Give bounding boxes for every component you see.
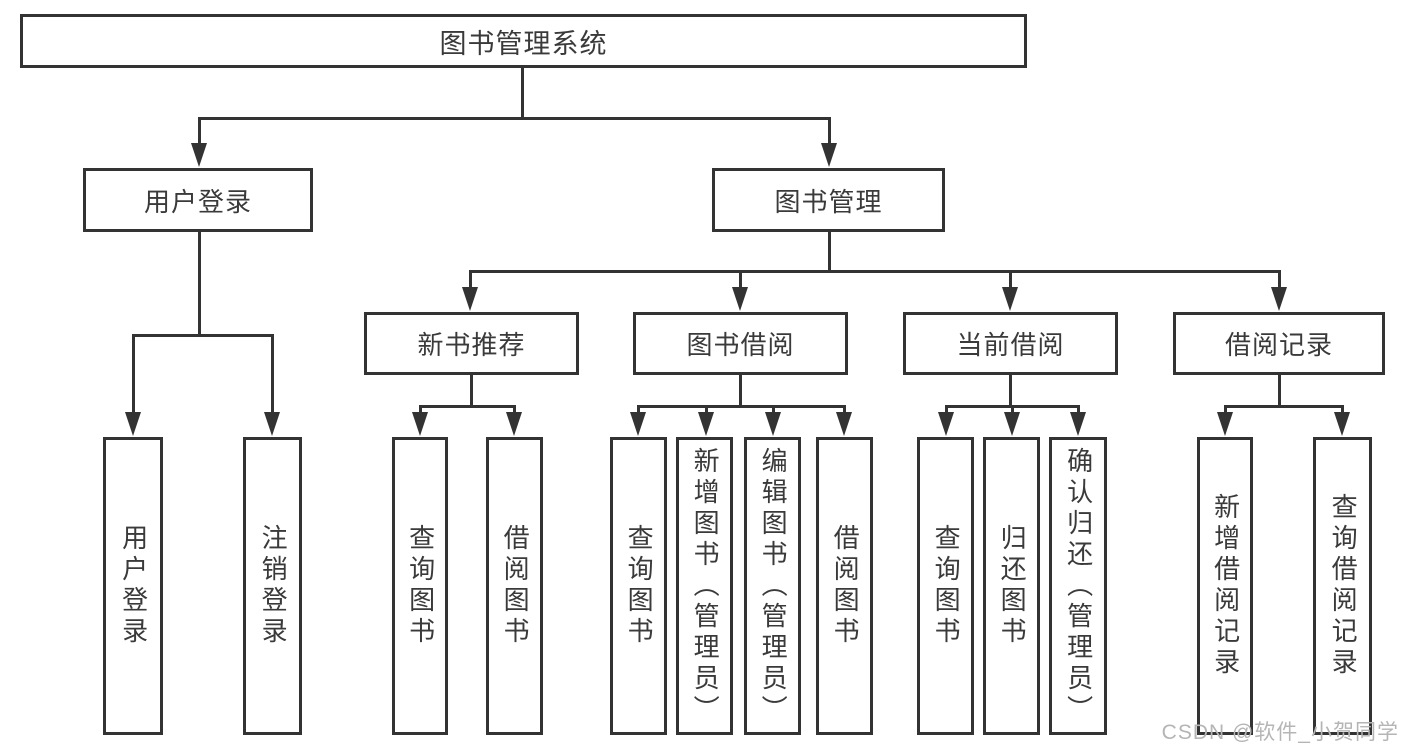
node-label: 查询借阅记录 — [1328, 493, 1359, 679]
arrowhead-icon — [1270, 287, 1287, 311]
node-label: 新增图书（管理员） — [690, 446, 721, 726]
arrowhead-icon — [505, 412, 522, 436]
connector-line — [197, 116, 831, 120]
node-return-books: 归还图书 — [983, 437, 1040, 735]
connector-line — [512, 406, 516, 413]
arrowhead-icon — [1216, 412, 1233, 436]
node-label: 借阅图书 — [830, 524, 861, 648]
node-label: 图书管理 — [774, 186, 883, 217]
connector-line — [520, 68, 524, 118]
arrowhead-icon — [937, 412, 954, 436]
connector-line — [704, 406, 708, 413]
connector-line — [197, 118, 201, 144]
node-label: 用户登录 — [143, 186, 252, 217]
connector-line — [1076, 406, 1080, 413]
node-confirm-return-admin: 确认归还（管理员） — [1049, 437, 1107, 735]
connector-line — [827, 118, 831, 144]
node-label: 图书借阅 — [686, 330, 795, 360]
arrowhead-icon — [411, 412, 428, 436]
arrowhead-icon — [263, 412, 280, 436]
node-user-login: 用户登录 — [83, 168, 313, 232]
connector-line — [197, 232, 201, 335]
node-label: 新增借阅记录 — [1210, 493, 1241, 679]
connector-line — [131, 335, 135, 413]
arrowhead-icon — [1333, 412, 1350, 436]
connector-line — [842, 406, 846, 413]
node-label: 查询图书 — [931, 524, 962, 648]
connector-line — [1223, 406, 1227, 413]
node-label: 借阅图书 — [500, 524, 531, 648]
node-query-borrow-record: 查询借阅记录 — [1313, 437, 1372, 735]
connector-line — [469, 375, 473, 406]
connector-line — [1223, 404, 1344, 408]
arrowhead-icon — [1003, 412, 1020, 436]
connector-line — [1277, 271, 1281, 288]
connector-line — [418, 406, 422, 413]
watermark-text: CSDN @软件_小贺同学 — [1161, 721, 1399, 744]
node-borrow-books-1: 借阅图书 — [486, 437, 543, 735]
connector-line — [1008, 375, 1012, 406]
node-label: 确认归还（管理员） — [1063, 446, 1094, 726]
arrowhead-icon — [835, 412, 852, 436]
connector-line — [131, 333, 274, 337]
node-library-management-system: 图书管理系统 — [20, 14, 1027, 68]
node-label: 查询图书 — [405, 524, 436, 648]
node-new-book-recommend: 新书推荐 — [364, 312, 579, 375]
node-logout: 注销登录 — [243, 437, 302, 735]
node-label: 归还图书 — [997, 524, 1028, 648]
connector-line — [1010, 406, 1014, 413]
node-label: 查询图书 — [624, 524, 655, 648]
node-borrowing-records: 借阅记录 — [1173, 312, 1385, 375]
node-label: 编辑图书（管理员） — [758, 446, 789, 726]
arrowhead-icon — [461, 287, 478, 311]
arrowhead-icon — [697, 412, 714, 436]
arrowhead-icon — [820, 143, 837, 167]
node-query-books-2: 查询图书 — [610, 437, 667, 735]
connector-line — [1008, 271, 1012, 288]
arrowhead-icon — [1001, 287, 1018, 311]
connector-line — [468, 271, 472, 288]
connector-line — [636, 406, 640, 413]
arrowhead-icon — [124, 412, 141, 436]
connector-line — [827, 232, 831, 271]
arrowhead-icon — [731, 287, 748, 311]
node-label: 图书管理系统 — [439, 28, 608, 59]
node-label: 借阅记录 — [1224, 330, 1333, 360]
node-label: 用户登录 — [118, 524, 149, 648]
node-add-borrow-record: 新增借阅记录 — [1197, 437, 1253, 735]
node-add-books-admin: 新增图书（管理员） — [676, 437, 733, 735]
node-label: 注销登录 — [258, 524, 289, 648]
connector-line — [738, 271, 742, 288]
node-book-management: 图书管理 — [712, 168, 945, 232]
connector-line — [944, 406, 948, 413]
connector-line — [270, 335, 274, 413]
arrowhead-icon — [764, 412, 781, 436]
node-query-books-1: 查询图书 — [392, 437, 448, 735]
arrowhead-icon — [629, 412, 646, 436]
node-query-books-3: 查询图书 — [917, 437, 974, 735]
connector-line — [1277, 375, 1281, 406]
connector-line — [738, 375, 742, 406]
connector-line — [636, 404, 846, 408]
node-borrow-books-2: 借阅图书 — [816, 437, 873, 735]
node-current-borrowing: 当前借阅 — [903, 312, 1118, 375]
arrowhead-icon — [1069, 412, 1086, 436]
connector-line — [418, 404, 516, 408]
connector-line — [468, 269, 1281, 273]
node-label: 新书推荐 — [417, 330, 526, 360]
node-user-login-leaf: 用户登录 — [103, 437, 163, 735]
arrowhead-icon — [190, 143, 207, 167]
node-edit-books-admin: 编辑图书（管理员） — [744, 437, 801, 735]
connector-line — [771, 406, 775, 413]
node-book-borrowing: 图书借阅 — [633, 312, 848, 375]
node-label: 当前借阅 — [956, 330, 1065, 360]
connector-line — [1340, 406, 1344, 413]
